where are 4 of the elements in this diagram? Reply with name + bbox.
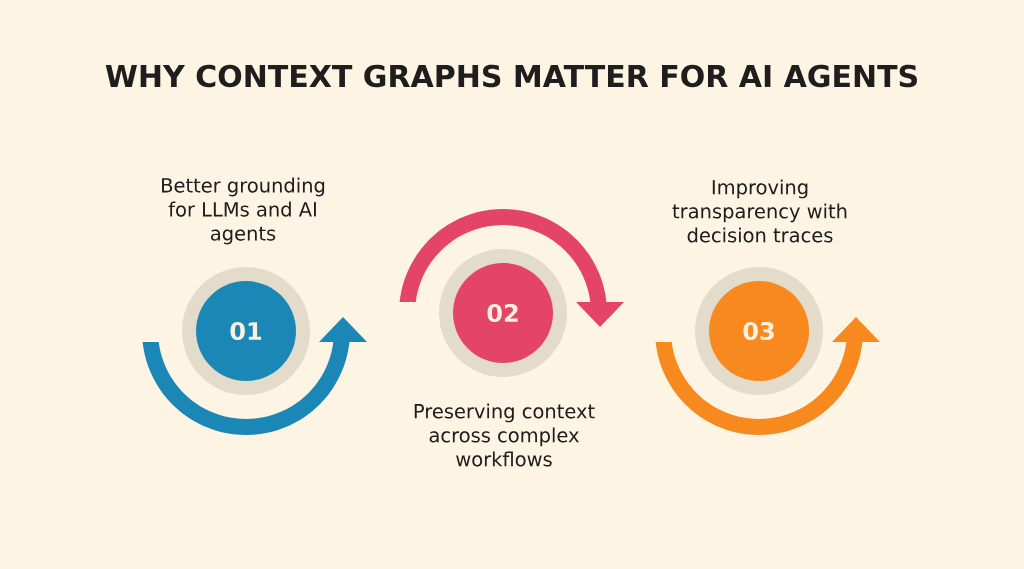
- step-caption: Preserving context across complex workflows: [414, 403, 595, 467]
- title: WHY CONTEXT GRAPHS MATTER FOR AI AGENTS: [105, 64, 917, 88]
- step-caption: Better grounding for LLMs and AI agents: [162, 177, 325, 245]
- step-caption: Improving transparency with decision traces: [672, 179, 847, 243]
